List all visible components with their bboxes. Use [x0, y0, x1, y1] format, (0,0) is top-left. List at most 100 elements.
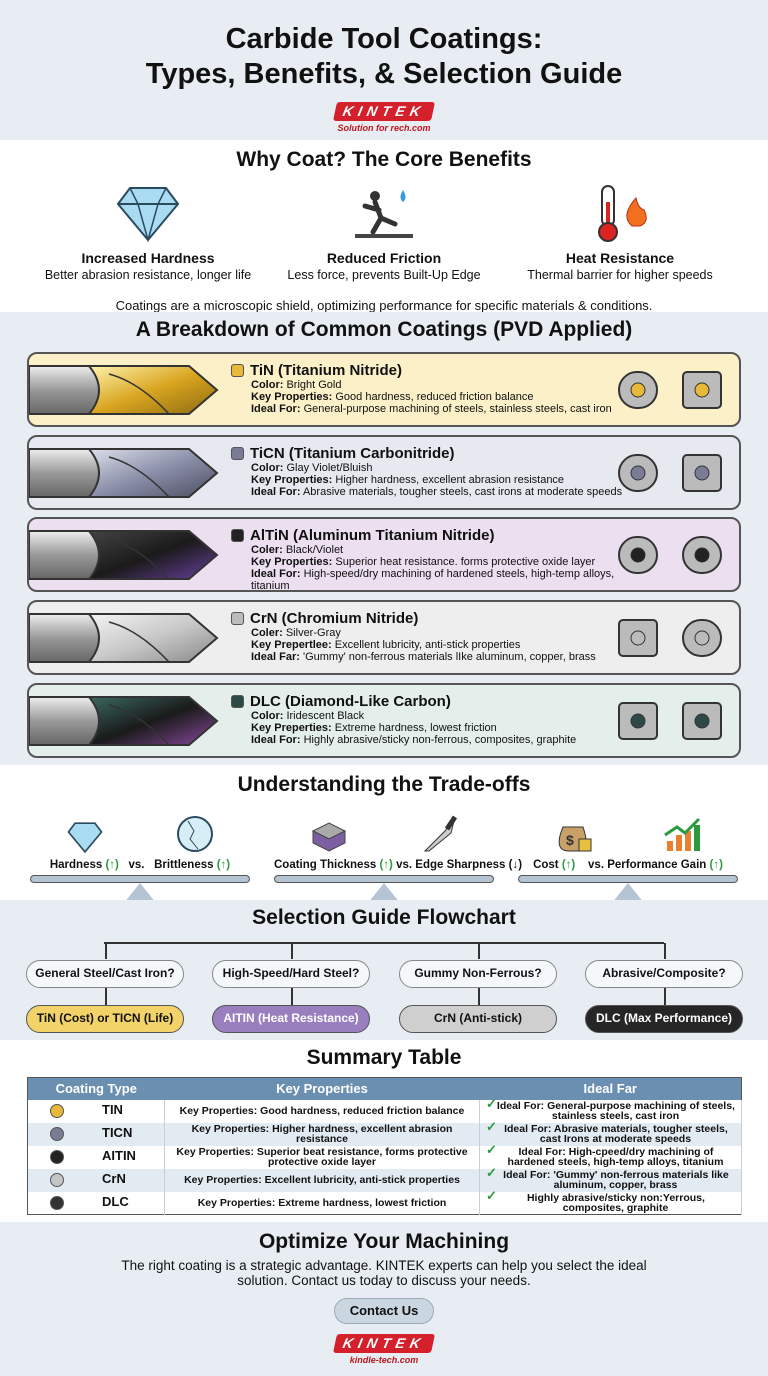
key-properties: Key Properties: Extreme hardness, lowest…	[164, 1191, 480, 1215]
coating-properties: Good hardness, reduced friction balance	[335, 391, 534, 403]
tradeoffs-heading: Understanding the Trade-offs	[237, 773, 531, 796]
key-properties: Key Properties: Superior beat resistance…	[164, 1145, 480, 1169]
carbon-fiber-icon	[618, 702, 658, 740]
benefit-friction: Reduced Friction Less force, prevents Bu…	[274, 182, 494, 284]
coating-type: TIN	[102, 1102, 123, 1118]
table-row: TICN Key Properties: Higher hardness, exc…	[27, 1120, 742, 1146]
coating-color: Silver-Gray	[285, 627, 341, 639]
kintek-logo: KINTEK	[332, 102, 436, 121]
key-properties: Key Properties: Higher hardness, excelle…	[164, 1122, 480, 1146]
footer-heading: Optimize Your Machining	[258, 1230, 510, 1253]
footer-url: kindle-tech.com	[349, 1355, 419, 1365]
balance-beam	[518, 875, 738, 883]
flow-question: Gummy Non-Ferrous?	[399, 960, 557, 988]
tradeoff-a: Coating Thickness	[274, 859, 377, 871]
tradeoff-thickness-sharpness: Coating Thickness (↑) vs. Edge Sharpness…	[274, 811, 522, 903]
flow-result: AITIN (Heat Resistance)	[212, 1005, 370, 1033]
coating-color: Black/Violet	[285, 544, 344, 556]
kintek-logo: KINTEK	[332, 1334, 436, 1353]
tradeoff-a: Cost	[533, 859, 559, 871]
drill-bit-icon	[29, 448, 219, 498]
fulcrum	[612, 883, 644, 903]
coating-type: AITIN	[102, 1148, 136, 1164]
ideal-label: Ideal For:	[251, 734, 301, 746]
vs-label: vs.	[588, 859, 605, 871]
svg-text:$: $	[566, 832, 574, 848]
flow-arrow	[664, 988, 666, 1005]
fulcrum	[368, 883, 400, 903]
jet-engine-icon	[682, 536, 722, 574]
ideal-for: Ideal For: High-cpeed/dry machining of h…	[507, 1146, 724, 1168]
benefit-heat: Heat Resistance Thermal barrier for high…	[510, 182, 730, 284]
flow-result: CrN (Anti-stick)	[399, 1005, 557, 1033]
props-label: Key Properties:	[251, 391, 333, 403]
growth-chart-icon	[664, 817, 701, 851]
benefit-title: Heat Resistance	[565, 250, 675, 266]
flow-connector	[104, 942, 664, 944]
color-swatch	[231, 364, 244, 377]
coating-name: DLC (Diamond-Like Carbon)	[250, 693, 451, 710]
drill-bit-icon	[29, 613, 219, 663]
i-beam-icon	[682, 371, 722, 409]
flow-arrow	[105, 943, 107, 959]
balance-beam	[274, 875, 494, 883]
check-icon: ✓	[486, 1096, 497, 1111]
vs-label: vs.	[128, 859, 145, 871]
gear-icon	[618, 371, 658, 409]
flow-arrow	[105, 988, 107, 1005]
cracked-sphere-icon	[176, 816, 213, 852]
layers-icon	[311, 822, 347, 852]
check-icon: ✓	[486, 1187, 497, 1203]
coating-properties: Extreme hardness, lowest friction	[334, 722, 497, 734]
tradeoff-b: Brittleness	[154, 859, 214, 871]
footer-text: The right coating is a strategic advanta…	[121, 1258, 647, 1288]
ideal-label: Ideal For:	[251, 486, 301, 498]
coating-ideal-for: Abrasive materials, tougher steels, cast…	[302, 486, 623, 498]
col-key-properties: Key Properties	[164, 1077, 480, 1100]
ideal-for: Ideal For: General-purpose machining of …	[496, 1100, 735, 1122]
color-swatch	[231, 447, 244, 460]
check-icon: ✓	[486, 1165, 497, 1180]
key-properties: Key Properties: Good hardness, reduced f…	[164, 1099, 480, 1123]
coating-color: Iridescent Black	[286, 710, 365, 722]
coating-ideal-for: Highly abrasive/sticky non-ferrous, comp…	[303, 734, 577, 746]
coating-ideal-for: General-purpose machining of steels, sta…	[303, 403, 612, 415]
flowchart-heading: Selection Guide Flowchart	[252, 906, 516, 929]
benefit-hardness: Increased Hardness Better abrasion resis…	[38, 182, 258, 284]
diamond-icon	[66, 822, 103, 853]
flow-result: TiN (Cost) or TICN (Life)	[26, 1005, 184, 1033]
ideal-for: Highly abrasive/sticky non:Yerrous, comp…	[526, 1191, 705, 1214]
drill-bit-icon	[29, 696, 219, 746]
flow-arrow	[664, 943, 666, 959]
coating-name: AlTiN (Aluminum Titanium Nitride)	[250, 527, 495, 544]
col-coating-type: Coating Type	[27, 1077, 165, 1100]
tradeoff-b: Edge Sharpness	[415, 859, 506, 871]
flow-question: High-Speed/Hard Steel?	[212, 960, 370, 988]
coating-name: TiN (Titanium Nitride)	[250, 362, 402, 379]
contact-us-button[interactable]: Contact Us	[334, 1298, 434, 1324]
arrow: (↓)	[508, 859, 523, 871]
can-icon	[618, 619, 658, 657]
col-ideal-for: Ideal Far	[479, 1077, 742, 1100]
coating-type: TICN	[102, 1125, 133, 1141]
flowchart-section: Selection Guide Flowchart General Steel/…	[0, 900, 768, 1040]
ideal-label: Ideal Far:	[251, 651, 300, 663]
color-label: Color:	[251, 710, 284, 722]
coating-properties: Superior heat resistance. forms protecti…	[335, 556, 596, 568]
balance-beam	[30, 875, 250, 883]
benefits-heading: Why Coat? The Core Benefits	[236, 148, 532, 171]
coating-color: Glay Violet/Bluish	[286, 462, 373, 474]
color-dot	[50, 1195, 64, 1210]
coating-card: TiN (Titanium Nitride) Color: Bright Gol…	[27, 352, 741, 427]
summary-heading: Summary Table	[306, 1046, 462, 1069]
title-line-1: Carbide Tool Coatings:	[225, 23, 543, 55]
coating-name: CrN (Chromium Nitride)	[250, 610, 419, 627]
coating-ideal-for: High-speed/dry machining of hardened ste…	[251, 568, 615, 592]
flow-arrow	[478, 988, 480, 1005]
summary-table: Coating Type Key Properties Ideal Far TI…	[27, 1077, 742, 1215]
color-dot	[50, 1104, 64, 1118]
check-icon: ✓	[486, 1142, 497, 1157]
tradeoff-cost-performance: $ Cost (↑) vs. Performance Gain (↑)	[518, 811, 738, 903]
